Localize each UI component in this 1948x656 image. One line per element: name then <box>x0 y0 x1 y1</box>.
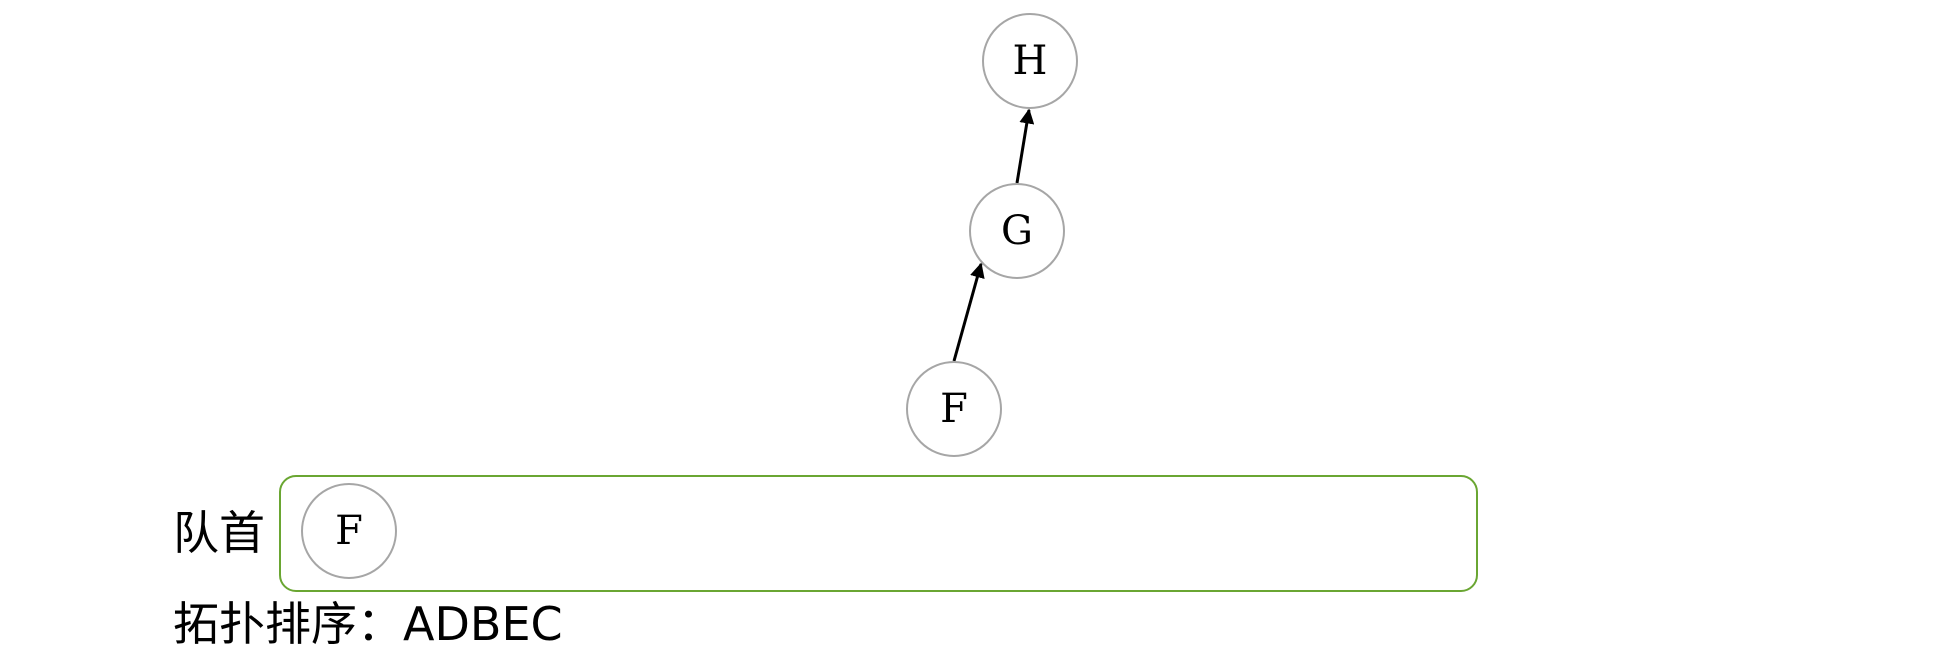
queue-head-label: 队首 <box>173 506 265 560</box>
graph-node-g: G <box>969 183 1065 279</box>
graph-node-f-label: F <box>940 386 968 432</box>
graph-node-h-label: H <box>1013 38 1048 84</box>
edge-g-to-h <box>1015 108 1035 184</box>
edge-f-to-g <box>952 262 985 362</box>
graph-node-g-label: G <box>1001 208 1033 254</box>
graph-node-f: F <box>906 361 1002 457</box>
topo-order-value: ADBEC <box>403 597 563 651</box>
queue-box <box>279 475 1478 592</box>
topo-order-text: 拓扑排序：ADBEC <box>173 597 563 651</box>
graph-node-h: H <box>982 13 1078 109</box>
queue-item-f-label: F <box>335 508 363 554</box>
topo-order-prefix: 拓扑排序： <box>173 597 403 651</box>
queue-item-f: F <box>301 483 397 579</box>
